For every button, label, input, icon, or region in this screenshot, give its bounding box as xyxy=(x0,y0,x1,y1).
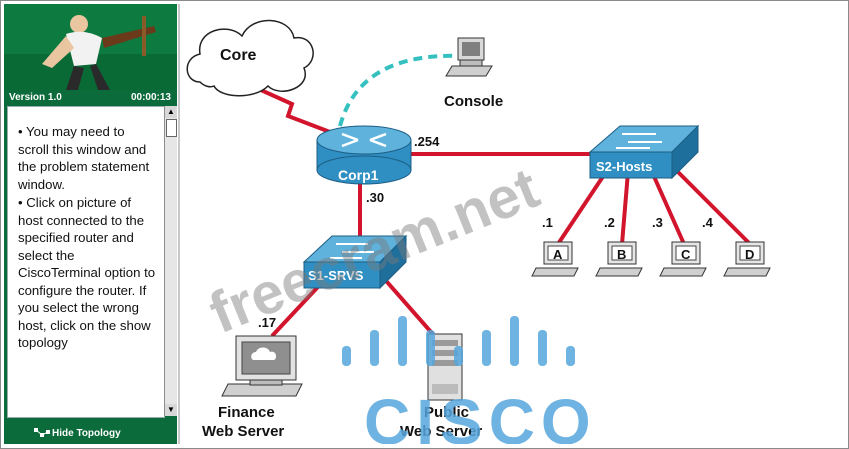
host-b-name: B xyxy=(617,247,626,262)
scroll-down-icon[interactable]: ▼ xyxy=(165,404,177,416)
console-label: Console xyxy=(444,93,503,110)
core-cloud: Core xyxy=(186,19,314,97)
topology-diagram: Core Console Corp xyxy=(186,19,771,448)
link-s2-host-b xyxy=(620,171,630,245)
finance-label-line1: Finance xyxy=(218,404,275,421)
cisco-logo-bars xyxy=(342,316,575,366)
web-cloud-icon xyxy=(251,347,277,360)
network-topology: Core Console Corp xyxy=(180,4,844,448)
host-b-ip: .2 xyxy=(604,215,615,230)
instruction-item: • You may need to scroll this window and… xyxy=(18,124,150,192)
router-arrows-icon xyxy=(341,132,387,148)
scroll-up-icon[interactable]: ▲ xyxy=(165,106,177,118)
link-s1-public xyxy=(378,272,440,342)
link-s2-host-c xyxy=(650,171,686,245)
timer: 00:00:13 xyxy=(130,92,171,103)
hide-topology-label: Hide Topology xyxy=(52,428,121,439)
version-bar: Version 1.0 00:00:13 xyxy=(4,90,177,106)
version-label: Version 1.0 xyxy=(9,92,62,103)
router-corp1[interactable]: Corp1 xyxy=(316,125,412,185)
router-ip-right: .254 xyxy=(414,134,440,149)
link-s2-host-a xyxy=(556,170,608,246)
public-label-line2: Web Server xyxy=(400,423,482,440)
host-a[interactable]: A xyxy=(531,241,579,277)
switch-s2-hosts[interactable]: S2-Hosts xyxy=(588,124,700,180)
topology-icon xyxy=(34,428,50,441)
router-ip-down: .30 xyxy=(366,190,384,205)
host-b[interactable]: B xyxy=(595,241,643,277)
host-d-name: D xyxy=(745,247,754,262)
link-console-corp1 xyxy=(338,53,463,127)
public-label-line1: Public xyxy=(424,404,469,421)
cisco-watermark: CISCO xyxy=(364,386,597,444)
finance-web-server[interactable] xyxy=(221,335,303,397)
instructions-text: • You may need to scroll this window and… xyxy=(18,123,158,353)
switch-arrows-icon xyxy=(616,133,662,149)
left-panel: Version 1.0 00:00:13 • You may need to s… xyxy=(4,4,177,444)
finance-label-line2: Web Server xyxy=(202,423,284,440)
banner-illustration xyxy=(4,4,177,90)
switch-s1-srvs[interactable]: S1-SRVS xyxy=(302,234,408,290)
banner-graphic xyxy=(4,4,177,90)
hide-topology-button[interactable]: Hide Topology xyxy=(4,422,177,444)
instructions-pane[interactable]: • You may need to scroll this window and… xyxy=(7,106,165,418)
finance-ip: .17 xyxy=(258,315,276,330)
instruction-item: • Click on picture of host connected to … xyxy=(18,195,156,350)
host-c-ip: .3 xyxy=(652,215,663,230)
host-d-ip: .4 xyxy=(702,215,714,230)
console-pc-icon[interactable] xyxy=(445,37,493,77)
scroll-thumb[interactable] xyxy=(166,119,177,137)
switch-arrows-icon xyxy=(330,243,374,259)
instructions-scrollbar[interactable]: ▲ ▼ xyxy=(164,106,177,416)
host-c[interactable]: C xyxy=(659,241,707,277)
panel-divider xyxy=(178,4,180,444)
router-label: Corp1 xyxy=(338,167,379,183)
switch-s2-label: S2-Hosts xyxy=(596,159,652,174)
host-d[interactable]: D xyxy=(723,241,771,277)
host-a-name: A xyxy=(553,247,563,262)
link-s2-host-d xyxy=(672,166,752,246)
host-a-ip: .1 xyxy=(542,215,553,230)
switch-s1-label: S1-SRVS xyxy=(308,268,364,283)
core-label: Core xyxy=(220,47,257,64)
host-c-name: C xyxy=(681,247,691,262)
link-core-corp1 xyxy=(251,84,331,134)
